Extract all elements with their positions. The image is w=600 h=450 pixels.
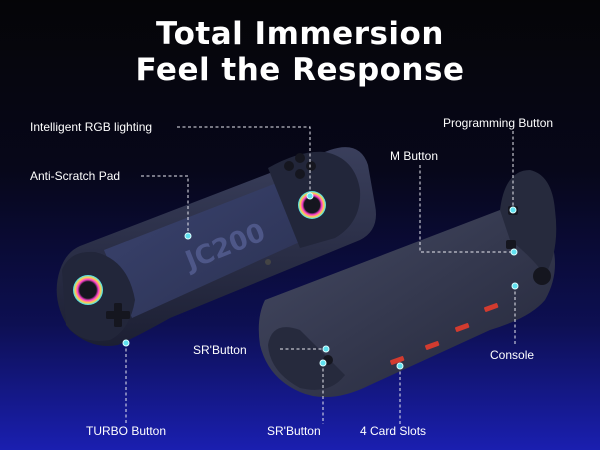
front-controller: JC200 xyxy=(56,147,377,346)
card-slots xyxy=(390,303,499,365)
m-button[interactable] xyxy=(506,240,516,249)
programming-button-marker xyxy=(509,206,517,214)
rgb-lighting-marker xyxy=(306,192,314,200)
m-button-marker xyxy=(510,248,518,256)
callout-m-button: M Button xyxy=(390,149,439,163)
console-marker xyxy=(511,282,519,290)
sr-button-1-marker xyxy=(322,345,330,353)
callout-leaders xyxy=(125,126,516,424)
turbo-button-marker xyxy=(122,339,130,347)
headline-line-2: Feel the Response xyxy=(135,52,465,88)
face-buttons xyxy=(284,153,316,179)
sr-button-2-marker xyxy=(319,359,327,367)
callout-sr-button-2: SR'Button xyxy=(267,424,321,438)
back-controller xyxy=(258,170,557,398)
card-slots-marker xyxy=(396,362,404,370)
callout-anti-scratch-pad: Anti-Scratch Pad xyxy=(30,169,121,183)
callout-turbo-button: TURBO Button xyxy=(86,424,167,438)
callout-programming-button: Programming Button xyxy=(443,116,554,130)
dpad xyxy=(106,303,130,327)
headline-line-1: Total Immersion xyxy=(156,16,444,52)
callout-console: Console xyxy=(490,348,535,362)
callout-rgb-lighting: Intelligent RGB lighting xyxy=(30,120,153,134)
anti-scratch-marker xyxy=(184,232,192,240)
callout-sr-button-1: SR'Button xyxy=(193,343,247,357)
anti-scratch-pad xyxy=(104,170,326,318)
callout-card-slots: 4 Card Slots xyxy=(360,424,427,438)
